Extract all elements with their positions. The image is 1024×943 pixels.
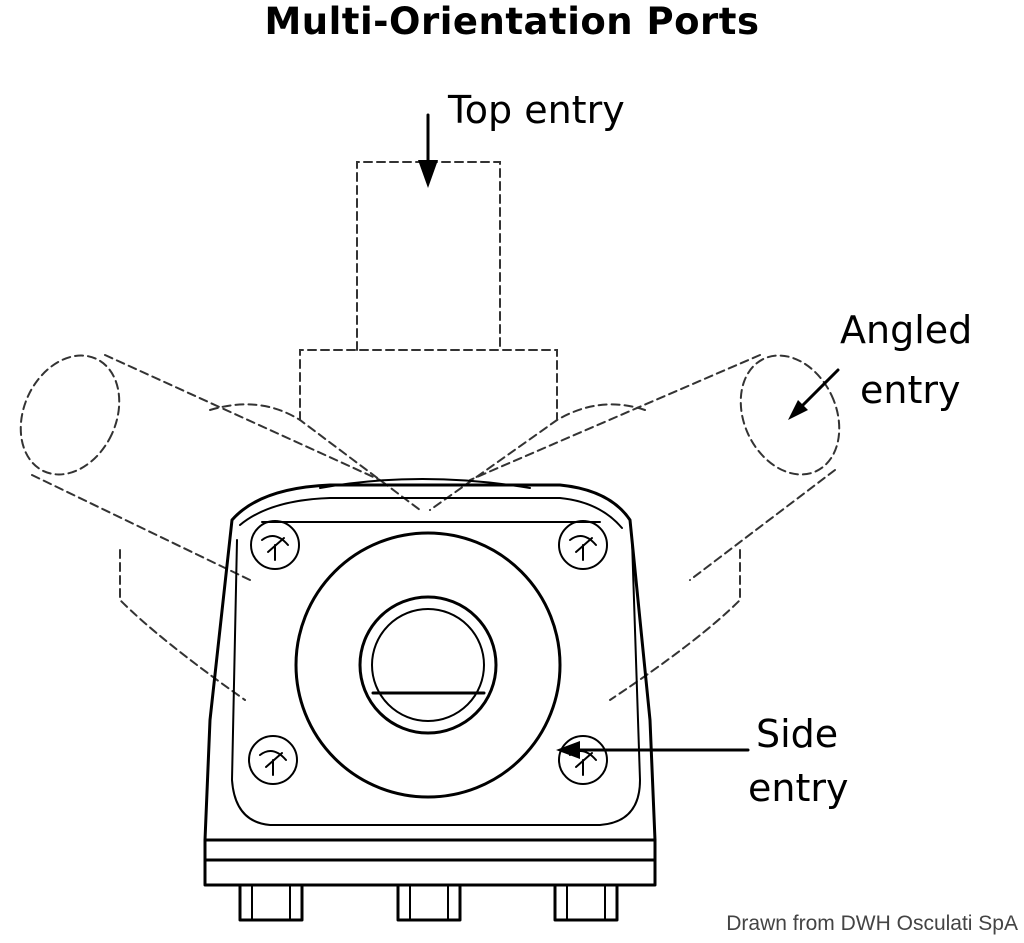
- drawing-credit: Drawn from DWH Osculati SpA: [726, 912, 1018, 935]
- screw-top-left: [250, 520, 300, 570]
- base-plate: [203, 838, 657, 922]
- diagram-title: Multi-Orientation Ports: [264, 0, 760, 43]
- screw-bottom-left: [248, 735, 298, 785]
- side-entry-label-line2: entry: [748, 766, 849, 810]
- top-entry-pipe: [299, 161, 558, 421]
- angled-entry-label-line1: Angled: [840, 308, 973, 352]
- angled-entry-arrow: [788, 368, 840, 420]
- screw-top-right: [558, 520, 608, 570]
- top-entry-arrow: [418, 113, 438, 188]
- right-angled-pipe: [429, 354, 841, 701]
- top-entry-label: Top entry: [448, 88, 625, 132]
- angled-entry-label-line2: entry: [860, 368, 961, 412]
- port-housing: [203, 478, 657, 842]
- side-entry-arrow: [556, 741, 750, 759]
- side-entry-label-line1: Side: [756, 712, 839, 756]
- left-angled-pipe: [19, 354, 421, 701]
- side-entry-port: [294, 531, 562, 799]
- screw-bottom-right: [558, 735, 608, 785]
